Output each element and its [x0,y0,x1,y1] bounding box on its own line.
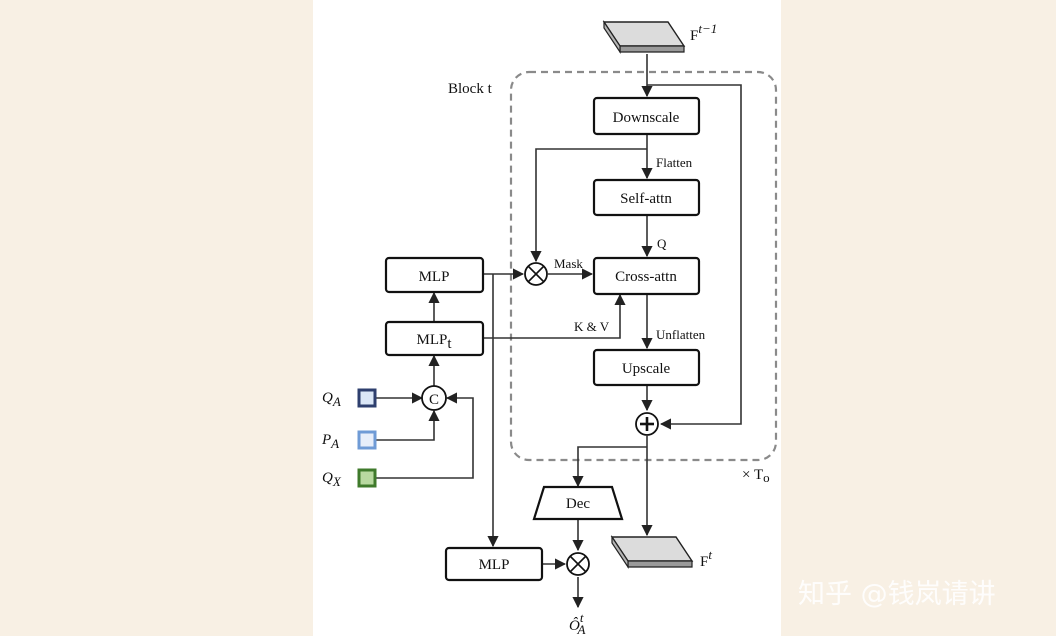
qx-square [357,468,377,488]
pa-label: PA [321,432,339,451]
feature-map-prev [602,20,686,54]
q-label: Q [657,236,667,251]
figure-panel [313,0,781,636]
dec-box [532,485,624,521]
qa-square [357,388,377,408]
mlp-top-box [384,256,485,294]
upscale-box [592,348,701,387]
arrow-to-dec [572,446,647,488]
mask-label: Mask [554,256,583,271]
arrow-kv-crossattn [484,293,626,339]
block-region [509,70,778,462]
mlp-top-label: MLP [419,269,450,285]
arrow-pa-concat [376,409,440,441]
arrow-flatten-mask [530,148,647,263]
block-label: Block t [448,81,493,97]
cross-attn-label: Cross-attn [615,269,677,285]
mlp-t-box [384,320,485,357]
upscale-label: Upscale [622,361,671,377]
mlp-bottom-label: MLP [479,557,510,573]
residual-skip-arrow [647,84,742,430]
self-attn-box [592,178,701,217]
repeat-label: × To [742,467,770,485]
add-icon [635,412,659,436]
qa-label: QA [322,390,341,409]
output-multiply-icon [566,552,590,576]
f-out-label: Ft [700,547,712,570]
flatten-label: Flatten [656,155,693,170]
arrow-qx-concat [376,392,474,479]
f-prev-label: Ft−1 [690,21,717,44]
mask-multiply-icon [524,262,548,286]
kv-label: K & V [574,319,610,334]
concat-label: C [429,392,439,408]
watermark-text: 知乎 @钱岚请讲 [798,579,996,610]
unflatten-label: Unflatten [656,327,706,342]
cross-attn-box [592,256,701,296]
qx-label: QX [322,470,342,489]
pa-square [357,430,377,450]
dec-label: Dec [566,496,590,512]
concat-icon [421,385,447,411]
self-attn-label: Self-attn [620,191,672,207]
mlp-t-label: MLPt [416,332,452,352]
feature-map-out [610,535,694,569]
downscale-box [592,96,701,136]
downscale-label: Downscale [613,110,680,126]
mlp-bottom-box [444,546,544,582]
